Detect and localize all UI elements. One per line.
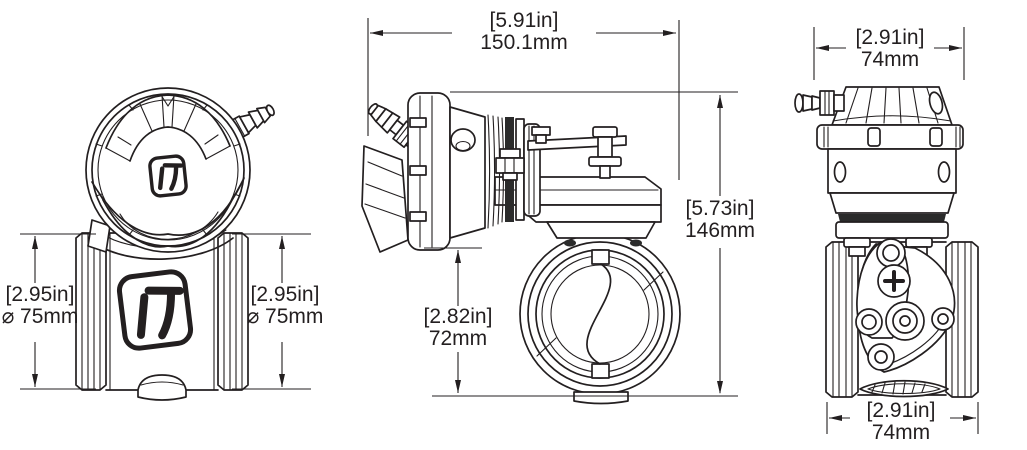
dim-inches-label: [2.82in] bbox=[423, 305, 493, 328]
dim-inches-label: [2.95in] bbox=[5, 283, 75, 306]
dim-inches-label: [2.91in] bbox=[866, 399, 936, 422]
side-view-drawing bbox=[361, 92, 681, 405]
dim-front-right-diameter: [2.95in] ⌀ 75mm bbox=[241, 283, 329, 329]
hose-barb-icon bbox=[794, 90, 845, 116]
cap-logo-icon bbox=[148, 154, 188, 198]
rear-view-drawing bbox=[794, 86, 979, 398]
dim-metric-label: 74mm bbox=[871, 421, 931, 445]
dim-side-overall-height: [5.73in] 146mm bbox=[680, 197, 760, 243]
dim-metric-label: 150.1mm bbox=[480, 31, 568, 55]
dim-metric-label: 72mm bbox=[428, 327, 488, 351]
dim-inches-label: [2.95in] bbox=[250, 283, 320, 306]
dim-front-left-diameter: [2.95in] ⌀ 75mm bbox=[0, 283, 84, 329]
dim-side-overall-width: [5.91in] 150.1mm bbox=[452, 9, 596, 55]
front-view-drawing bbox=[75, 87, 275, 401]
dim-metric-label: ⌀ 75mm bbox=[1, 305, 79, 329]
dimension-lines bbox=[20, 18, 979, 434]
dim-metric-label: 146mm bbox=[684, 219, 756, 243]
dim-metric-label: ⌀ 75mm bbox=[246, 305, 324, 329]
dim-rear-top-width: [2.91in] 74mm bbox=[818, 26, 962, 72]
dim-metric-label: 74mm bbox=[860, 48, 920, 72]
dim-side-tube-height: [2.82in] 72mm bbox=[418, 305, 498, 351]
tube-logo-icon bbox=[116, 269, 194, 351]
dim-inches-label: [5.91in] bbox=[489, 9, 559, 32]
dim-rear-bottom-width: [2.91in] 74mm bbox=[829, 399, 973, 445]
dim-inches-label: [5.73in] bbox=[685, 197, 755, 220]
dim-inches-label: [2.91in] bbox=[855, 26, 925, 49]
